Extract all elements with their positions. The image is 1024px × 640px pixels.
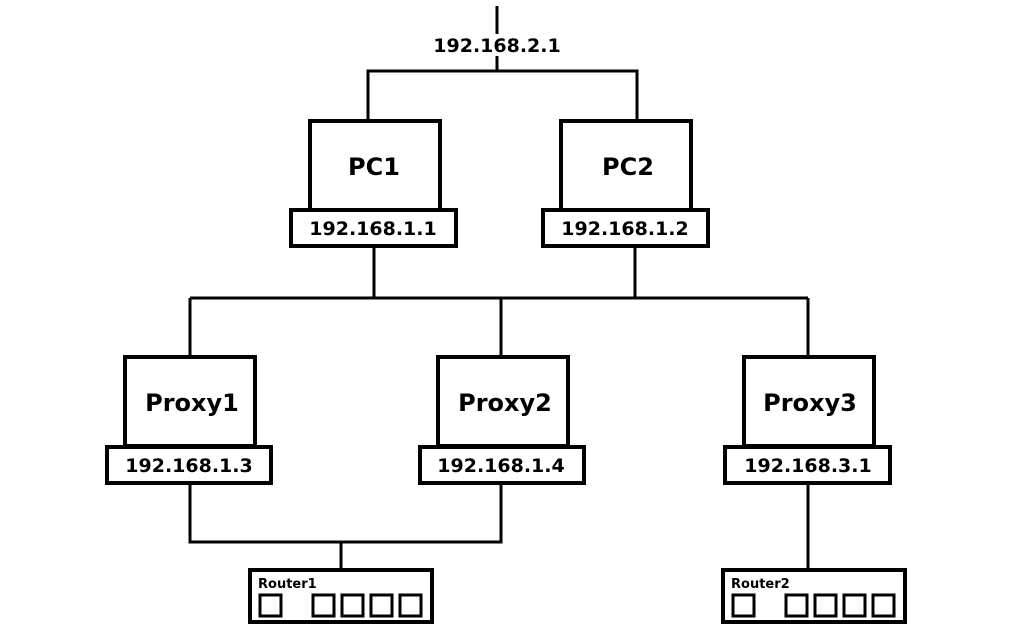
router1-port [340, 593, 365, 618]
pc1-label: PC1 [348, 153, 400, 181]
router1-label: Router1 [258, 577, 317, 592]
router2-label: Router2 [731, 577, 790, 592]
proxy1-box [123, 355, 257, 448]
router2-port [842, 593, 867, 618]
router2-port [871, 593, 896, 618]
proxy1-ip-box [105, 445, 273, 485]
router-links [188, 483, 810, 570]
proxy2-box [436, 355, 570, 448]
router2-port [784, 593, 809, 618]
router2-port [731, 593, 756, 618]
pc1-ip: 192.168.1.1 [309, 218, 436, 240]
proxy3-box [742, 355, 876, 448]
proxy1-ip: 192.168.1.3 [125, 455, 252, 477]
router1-port [369, 593, 394, 618]
pc2-ip: 192.168.1.2 [561, 218, 688, 240]
gateway-ip: 192.168.2.1 [433, 35, 560, 57]
proxy3-label: Proxy3 [763, 389, 857, 417]
proxy2-label: Proxy2 [458, 389, 552, 417]
pc1-node: PC1 192.168.1.1 [289, 119, 458, 248]
router1-bus [188, 483, 503, 544]
proxy3-node: Proxy3 192.168.3.1 [723, 355, 892, 485]
pc2-node: PC2 192.168.1.2 [541, 119, 710, 248]
gateway: 192.168.2.1 [366, 6, 639, 121]
lan-bus [188, 246, 810, 357]
pc1-ip-box [289, 208, 458, 248]
proxy2-ip: 192.168.1.4 [437, 455, 564, 477]
proxy2-node: Proxy2 192.168.1.4 [418, 355, 586, 485]
router1-port [398, 593, 423, 618]
proxy1-node: Proxy1 192.168.1.3 [105, 355, 273, 485]
pc2-label: PC2 [602, 153, 654, 181]
router1-port [258, 593, 283, 618]
router2-port [813, 593, 838, 618]
proxy1-label: Proxy1 [145, 389, 239, 417]
pc2-ip-box [541, 208, 710, 248]
router2-node: Router2 [721, 568, 907, 624]
proxy3-ip-box [723, 445, 892, 485]
proxy3-ip: 192.168.3.1 [744, 455, 871, 477]
router1-port [311, 593, 336, 618]
router1-node: Router1 [248, 568, 434, 624]
gateway-bus [366, 69, 639, 121]
pc1-box [308, 119, 442, 212]
proxy2-ip-box [418, 445, 586, 485]
